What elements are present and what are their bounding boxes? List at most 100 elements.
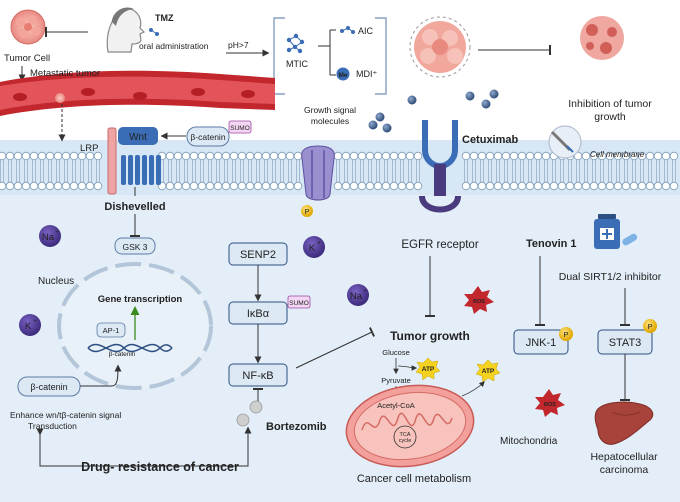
k-ion-sup-2: +: [317, 241, 321, 247]
tumor-mass-icon: [409, 16, 471, 78]
beta-catenin-dna-label: β-catenin: [109, 351, 136, 358]
aic-molecule-icon: [340, 26, 355, 34]
beta-catenin-pill: [186, 126, 230, 147]
ap1-label: AP-1: [103, 326, 120, 335]
na-ion-label-2: Na: [350, 291, 363, 302]
p-label-1: P: [305, 209, 310, 216]
p-label-3: P: [647, 322, 652, 331]
ion-channel-icon: [301, 145, 335, 201]
beta-catenin-box-label: β-catenin: [30, 382, 67, 392]
ap1-box: [96, 322, 126, 338]
tenovin-label: Tenovin 1: [526, 238, 577, 250]
egfr-label: EGFR receptor: [401, 239, 478, 251]
tumor-growth-label: Tumor growth: [390, 329, 470, 343]
beta-catenin-sumo-label: β-catenin: [190, 132, 225, 142]
tmz-label: TMZ: [155, 13, 174, 23]
tumor-cell-icon: [10, 9, 46, 45]
bortezomib-pill-icon: [236, 400, 263, 427]
drug-bottle-icon: [594, 214, 638, 249]
oral-label: oral administration: [139, 41, 209, 51]
ros-burst-icon-2: [535, 389, 565, 417]
enhance-label-1: Enhance wn/tβ-catenin signal: [10, 410, 121, 420]
fragmented-tumor-icon: [580, 16, 624, 60]
gsk3-label: GSK 3: [122, 242, 147, 252]
mtic-molecule-icon: [286, 33, 305, 54]
methyl-icon: [336, 67, 350, 81]
atp-burst-icon-2: [475, 359, 501, 383]
lrp-label: LRP: [80, 143, 98, 154]
hcc-label-1: Hepatocellular: [590, 451, 658, 463]
mtic-label: MTIC: [286, 59, 308, 69]
na-ion-sup-2: +: [363, 289, 367, 295]
aic-label: AIC: [358, 26, 374, 36]
egfr-receptor-icon: [419, 120, 461, 213]
metastatic-label: Metastatic tumor: [30, 68, 100, 79]
nfkb-box: [228, 363, 288, 387]
bortezomib-label: Bortezomib: [266, 421, 327, 433]
na-ion-1: [39, 225, 61, 247]
pyruvate-label: Pyruvate: [381, 376, 411, 385]
wnt-box: [118, 127, 158, 145]
cetuximab-label: Cetuximab: [462, 134, 519, 146]
antibody-syringe-icon: [548, 125, 582, 159]
blood-vessel: [0, 70, 275, 116]
inhibition-label-1: Inhibition of tumor: [568, 98, 652, 110]
jnk1-label: JNK-1: [526, 337, 557, 349]
sumo-tag: [228, 120, 252, 134]
enhance-label-2: Transduction: [28, 421, 77, 431]
lrp-receptor-icon: [107, 127, 117, 195]
mdi-label: MDI⁺: [356, 69, 377, 79]
jnk1-box: [513, 329, 569, 355]
p-label-2: P: [563, 330, 568, 339]
growth-signal-label-1: Growth signal: [304, 105, 356, 115]
dishevelled-label: Dishevelled: [104, 201, 165, 213]
hcc-label-2: carcinoma: [600, 464, 649, 476]
atp-label-2: ATP: [482, 368, 495, 375]
k-ion-1: [19, 314, 41, 336]
k-ion-label-1: K: [25, 321, 32, 332]
mitochondria-icon: [345, 384, 475, 468]
metabolism-label: Cancer cell metabolism: [357, 473, 471, 485]
person-icon: [106, 7, 146, 53]
ros-label-1: ROS: [473, 299, 485, 305]
liver-icon: [594, 401, 654, 445]
mitochondria-label: Mitochondria: [500, 436, 558, 447]
signal-molecules: [368, 89, 499, 133]
sumo-tag-2: [287, 295, 311, 309]
stat3-label: STAT3: [609, 337, 642, 349]
na-ion-label-1: Na: [42, 232, 55, 243]
k-ion-sup-1: +: [33, 319, 37, 325]
tca-cycle-icon: [393, 425, 417, 449]
k-ion-label-2: K: [309, 243, 316, 254]
glucose-label: Glucose: [382, 348, 410, 357]
k-ion-2: [303, 236, 325, 258]
senp2-label: SENP2: [240, 249, 276, 261]
growth-signal-label-2: molecules: [311, 116, 349, 126]
cell-membrane-bilayer: [0, 151, 679, 191]
na-ion-2: [347, 284, 369, 306]
gene-transcription-label: Gene transcription: [98, 294, 183, 305]
atp-burst-icon-1: [415, 357, 441, 381]
wnt-label: Wnt: [129, 132, 147, 143]
sirt-label: Dual SIRT1/2 inhibitor: [559, 271, 662, 283]
atp-label-1: ATP: [422, 366, 435, 373]
tca-label-1: TCA: [400, 432, 411, 438]
ph-label: pH>7: [228, 40, 249, 50]
frizzled-receptor-icon: [121, 155, 161, 185]
ros-burst-icon-1: [464, 286, 494, 314]
dna-helix-icon: [87, 343, 173, 353]
na-ion-sup-1: +: [55, 230, 59, 236]
ros-label-2: ROS: [544, 402, 556, 408]
ikba-label: IκBα: [247, 308, 270, 320]
inhibition-label-2: growth: [594, 111, 626, 123]
sumo-label: SUMO: [230, 125, 250, 132]
drug-resistance-label: Drug- resistance of cancer: [81, 460, 239, 474]
nucleus-label: Nucleus: [38, 276, 74, 287]
tca-label-2: cycle: [399, 438, 412, 444]
phospho-dot: [301, 205, 313, 217]
nfkb-label: NF-κB: [242, 370, 273, 382]
sumo-label-2: SUMO: [289, 300, 309, 307]
acetyl-label: Acetyl-CoA: [377, 401, 415, 410]
